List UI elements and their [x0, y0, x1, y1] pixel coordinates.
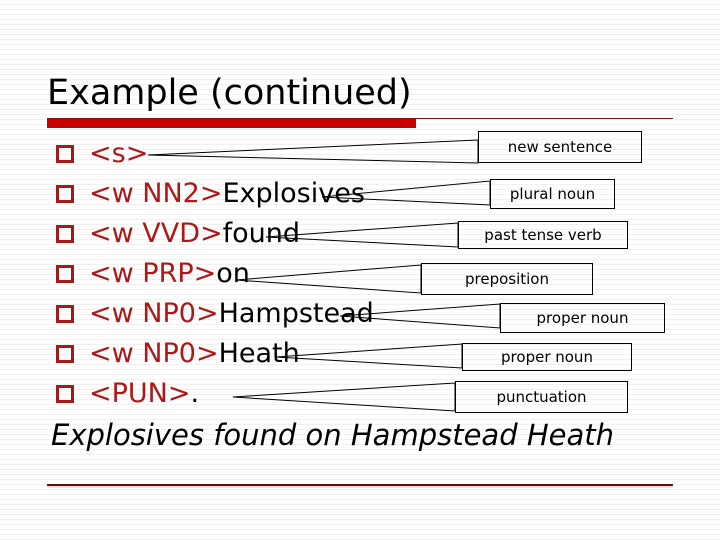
- footer-rule-highlight: [47, 486, 673, 488]
- list-item[interactable]: <w VVD> found: [56, 214, 374, 254]
- callout-punctuation: punctuation: [455, 381, 628, 413]
- summary-sentence: Explosives found on Hampstead Heath: [51, 418, 614, 452]
- page-title: Example (continued): [47, 73, 412, 113]
- pos-tag: <w PRP>: [89, 258, 217, 289]
- bullet-square-icon: [56, 145, 74, 163]
- token-word: Heath: [218, 338, 300, 369]
- callout-preposition: preposition: [421, 263, 593, 295]
- token-word: on: [216, 258, 250, 289]
- token-word: .: [190, 378, 200, 409]
- bullet-square-icon: [56, 225, 74, 243]
- bullet-square-icon: [56, 385, 74, 403]
- list-item[interactable]: <w NP0> Hampstead: [56, 294, 374, 334]
- footer-rule: [47, 484, 673, 486]
- callout-proper-noun-heath: proper noun: [462, 343, 632, 371]
- pos-tag: <w NP0>: [89, 298, 219, 329]
- list-item[interactable]: <w NP0> Heath: [56, 334, 374, 374]
- pos-tag: <w NN2>: [89, 178, 223, 209]
- pos-tag: <s>: [89, 138, 149, 169]
- callout-plural-noun: plural noun: [490, 179, 615, 209]
- token-word: Explosives: [222, 178, 365, 209]
- title-rule-accent-bar: [47, 119, 416, 128]
- bullet-square-icon: [56, 185, 74, 203]
- title-rule-thin: [47, 118, 673, 119]
- bullet-square-icon: [56, 305, 74, 323]
- list-item[interactable]: <w NN2> Explosives: [56, 174, 374, 214]
- callout-new-sentence: new sentence: [478, 131, 642, 163]
- pos-tag: <w VVD>: [89, 218, 223, 249]
- token-word: found: [222, 218, 301, 249]
- list-item[interactable]: <s>: [56, 134, 374, 174]
- token-word: Hampstead: [218, 298, 374, 329]
- pos-tag: <PUN>: [89, 378, 191, 409]
- list-item[interactable]: <w PRP> on: [56, 254, 374, 294]
- list-item[interactable]: <PUN> .: [56, 374, 374, 414]
- pos-tag: <w NP0>: [89, 338, 219, 369]
- callout-proper-noun-hampstead: proper noun: [500, 303, 665, 333]
- bullet-square-icon: [56, 345, 74, 363]
- bullet-square-icon: [56, 265, 74, 283]
- tagged-token-list: <s> <w NN2> Explosives <w VVD> found <w …: [56, 134, 374, 414]
- callout-past-tense-verb: past tense verb: [458, 221, 628, 249]
